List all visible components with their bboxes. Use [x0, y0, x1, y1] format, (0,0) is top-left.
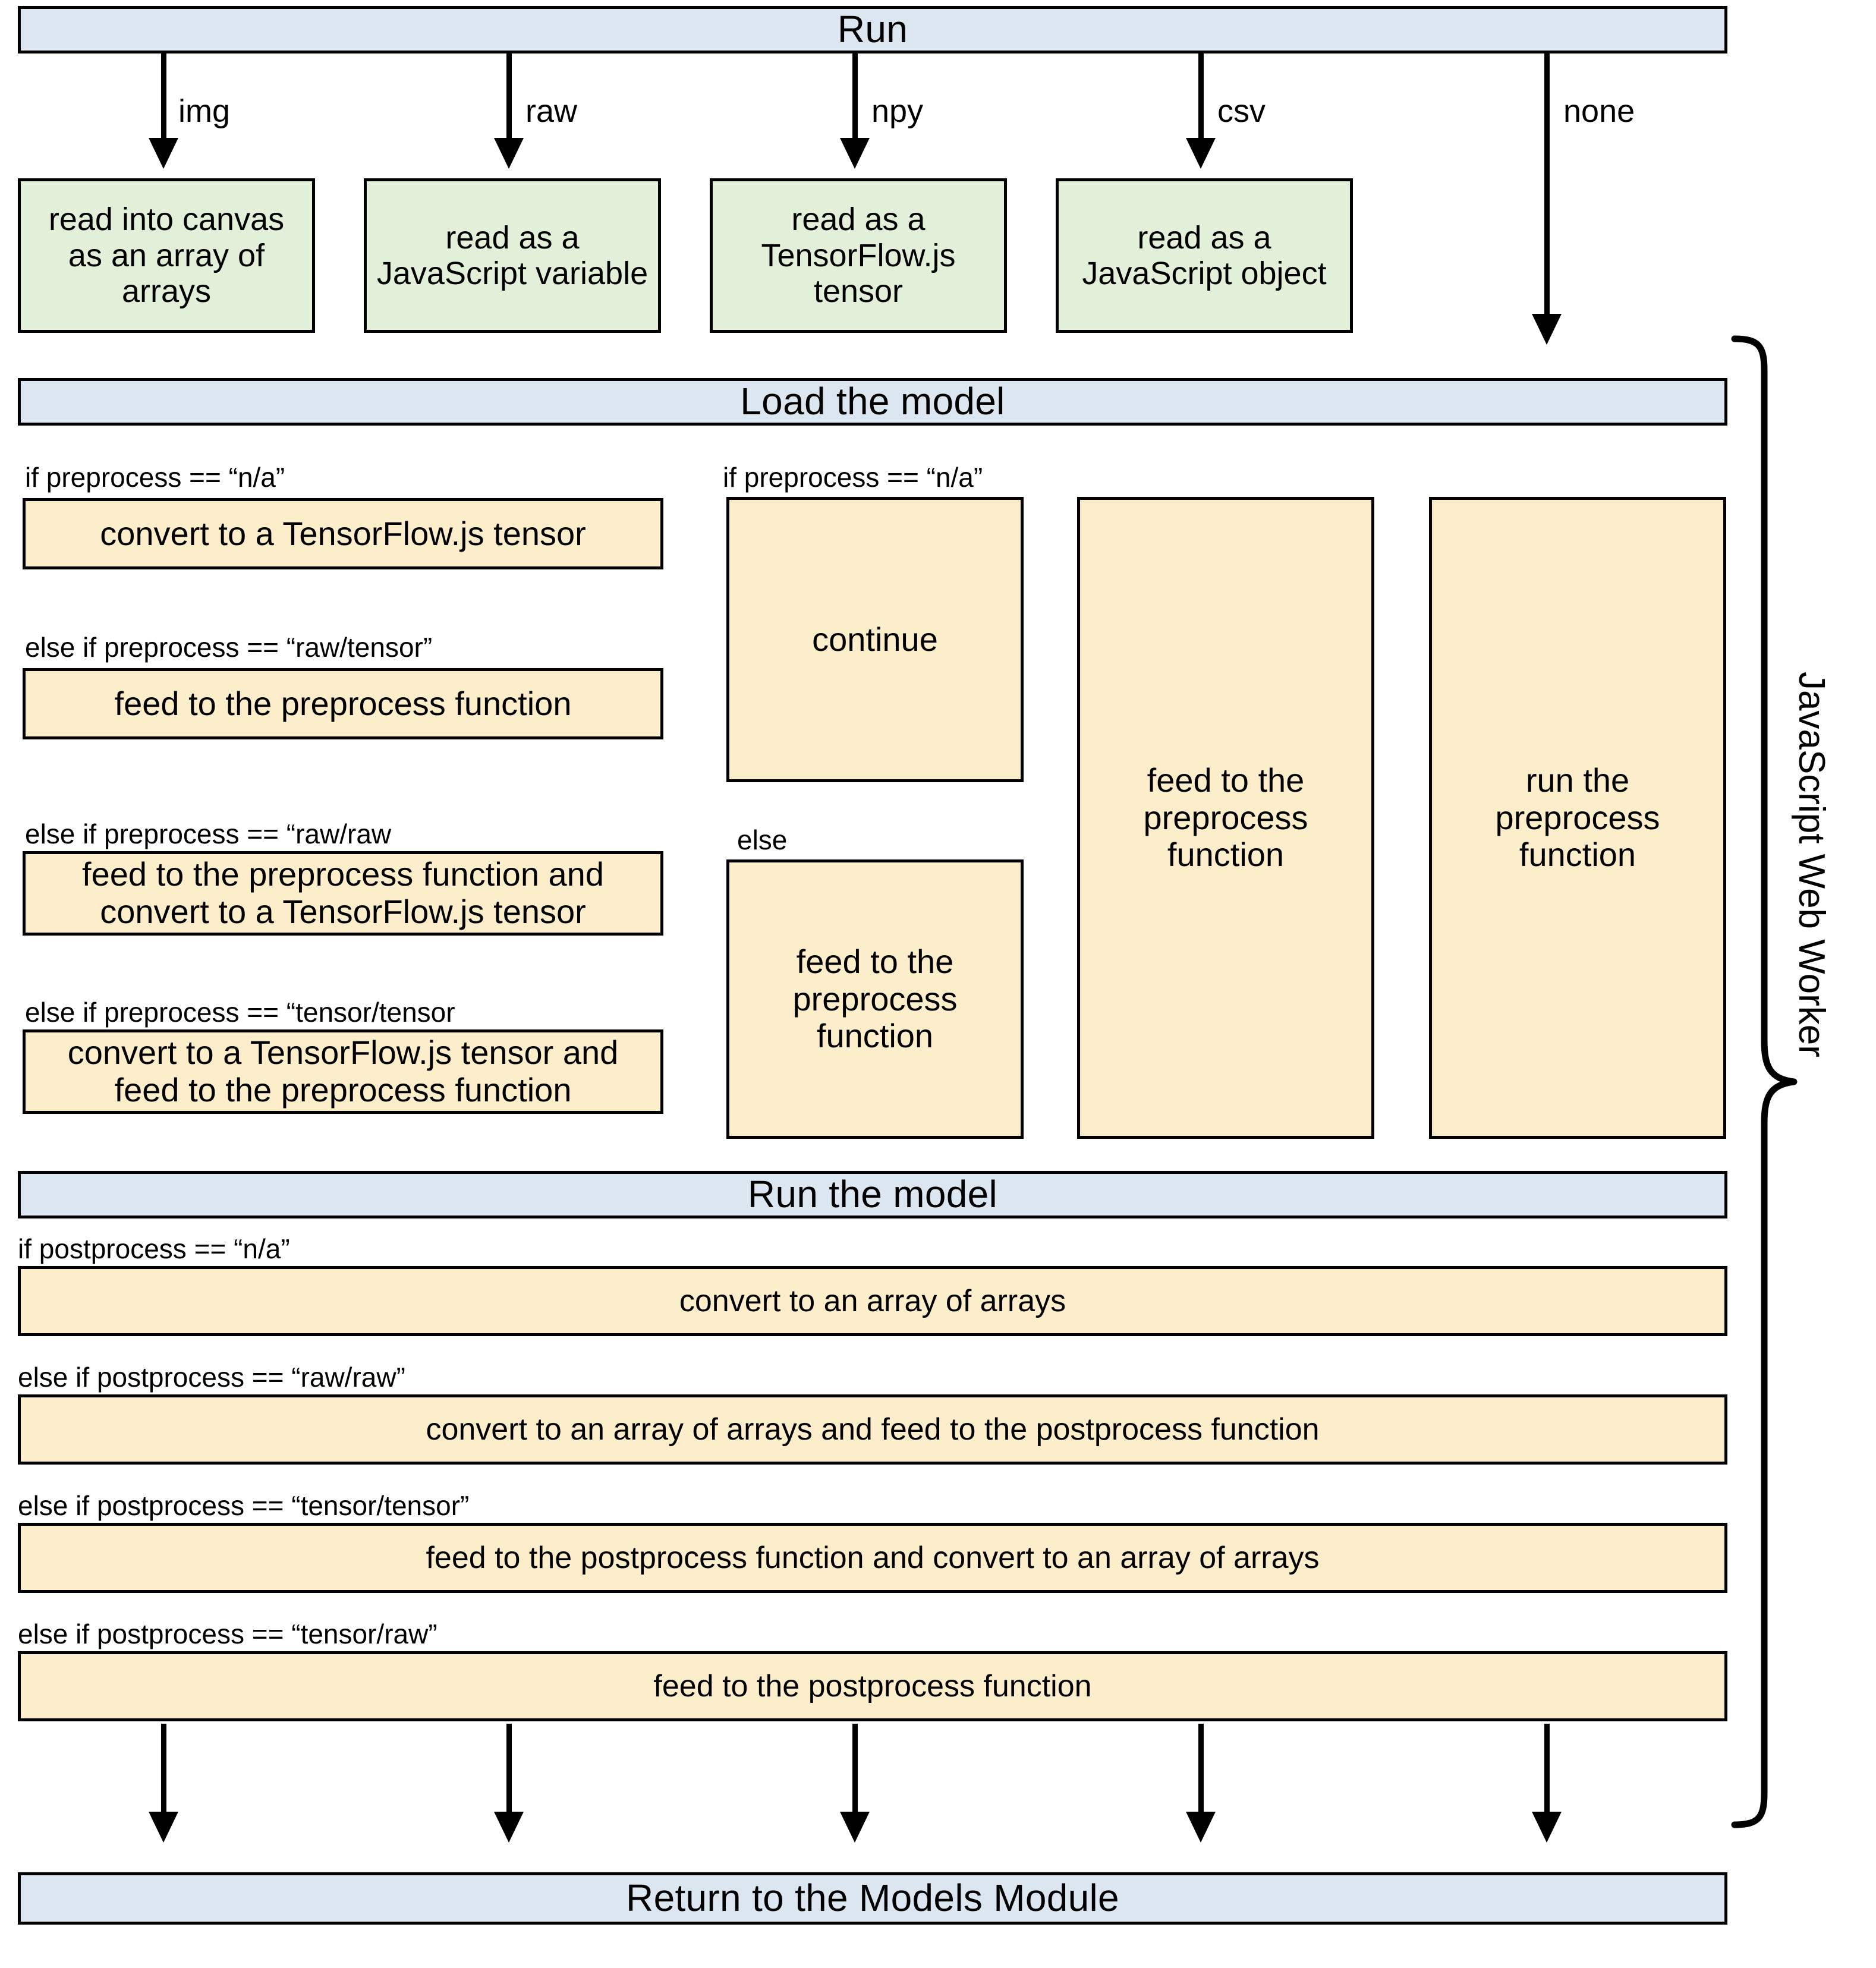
condition-postprocess-4: else if postprocess == “tensor/raw”: [18, 1619, 437, 1649]
condition-preprocess-1-4: else if preprocess == “tensor/tensor: [25, 997, 455, 1028]
condition-postprocess-3: else if postprocess == “tensor/tensor”: [18, 1490, 470, 1521]
condition-postprocess-1: if postprocess == “n/a”: [18, 1233, 290, 1264]
condition-postprocess-2: else if postprocess == “raw/raw”: [18, 1362, 405, 1393]
source-box-img: read into canvas as an array of arrays: [18, 178, 315, 333]
web-worker-brace: [1727, 333, 1805, 1831]
source-box-csv: read as a JavaScript object: [1056, 178, 1353, 333]
step-box-preprocess-1-3: feed to the preprocess function and conv…: [23, 851, 663, 936]
condition-preprocess-1-3: else if preprocess == “raw/raw: [25, 818, 392, 849]
web-worker-label: JavaScript Web Worker: [1791, 672, 1832, 1057]
step-box-preprocess-2-2: feed to the preprocess function: [726, 859, 1024, 1139]
condition-preprocess-2-1: if preprocess == “n/a”: [723, 462, 983, 493]
step-box-preprocess-3-1: feed to the preprocess function: [1077, 497, 1374, 1139]
source-box-raw: read as a JavaScript variable: [364, 178, 661, 333]
step-box-postprocess-4: feed to the postprocess function: [18, 1651, 1727, 1721]
step-box-preprocess-4-1: run the preprocess function: [1429, 497, 1726, 1139]
edge-label-none: none: [1563, 93, 1635, 129]
condition-preprocess-1-2: else if preprocess == “raw/tensor”: [25, 632, 433, 663]
arrow-img: [146, 53, 181, 169]
edge-label-img: img: [178, 93, 231, 129]
arrow-csv: [1183, 53, 1219, 169]
arrow-return-2: [491, 1724, 527, 1843]
arrow-return-1: [146, 1724, 181, 1843]
band-return-to-models-module: Return to the Models Module: [18, 1872, 1727, 1925]
arrow-return-5: [1529, 1724, 1565, 1843]
band-run-the-model: Run the model: [18, 1171, 1727, 1218]
band-run: Run: [18, 6, 1727, 53]
condition-preprocess-1-1: if preprocess == “n/a”: [25, 462, 285, 493]
source-box-npy: read as a TensorFlow.js tensor: [710, 178, 1007, 333]
step-box-preprocess-1-1: convert to a TensorFlow.js tensor: [23, 498, 663, 569]
edge-label-npy: npy: [871, 93, 924, 129]
step-box-preprocess-1-2: feed to the preprocess function: [23, 668, 663, 739]
condition-preprocess-2-2: else: [737, 824, 788, 855]
step-box-postprocess-1: convert to an array of arrays: [18, 1266, 1727, 1336]
step-box-postprocess-2: convert to an array of arrays and feed t…: [18, 1394, 1727, 1465]
step-box-preprocess-1-4: convert to a TensorFlow.js tensor and fe…: [23, 1029, 663, 1114]
arrow-npy: [837, 53, 873, 169]
band-load-the-model: Load the model: [18, 378, 1727, 426]
arrow-return-3: [837, 1724, 873, 1843]
arrow-return-4: [1183, 1724, 1219, 1843]
edge-label-raw: raw: [525, 93, 578, 129]
step-box-postprocess-3: feed to the postprocess function and con…: [18, 1523, 1727, 1593]
step-box-preprocess-2-1: continue: [726, 497, 1024, 782]
edge-label-csv: csv: [1217, 93, 1266, 129]
arrow-raw: [491, 53, 527, 169]
arrow-none: [1529, 53, 1565, 345]
